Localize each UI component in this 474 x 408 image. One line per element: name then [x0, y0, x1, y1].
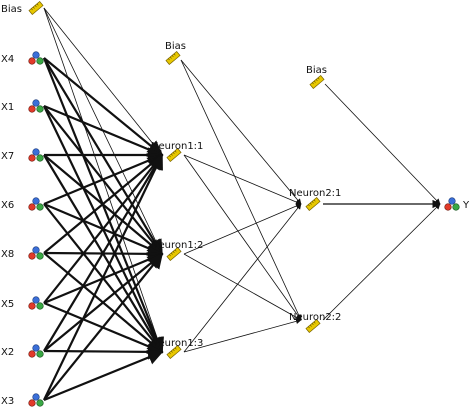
edge-bias0-n11 [43, 7, 163, 156]
edge-n12-n22 [183, 253, 302, 321]
input-node-x6-icon [28, 197, 44, 211]
edge-n13-n21 [183, 203, 302, 353]
input-node-x7-icon [28, 148, 44, 162]
label-x7: X7 [1, 151, 14, 162]
label-y: Y [462, 200, 470, 211]
edge-n11-n21 [183, 154, 302, 205]
edge-x6-n11 [43, 153, 164, 206]
neuron-n22-icon [305, 319, 321, 333]
label-x4: X4 [1, 54, 14, 65]
label-bias1: Bias [165, 41, 186, 52]
neuron-n13-icon [166, 345, 182, 359]
label-x6: X6 [1, 200, 14, 211]
edge-bias2-y [324, 83, 441, 205]
bias-icon [165, 51, 181, 65]
label-x3: X3 [1, 396, 14, 407]
label-x8: X8 [1, 249, 14, 260]
node-labels: BiasX4X1X7X6X8X5X2X3Neuron1:1Neuron1:2Ne… [1, 4, 470, 407]
bias-icon [28, 1, 44, 15]
neuron-n21-icon [305, 197, 321, 211]
connection-edges [42, 7, 441, 402]
edge-x2-n13 [43, 344, 164, 360]
label-n11: Neuron1:1 [151, 141, 203, 152]
input-node-x8-icon [28, 246, 44, 260]
edge-x1-n11 [43, 104, 164, 157]
bias-icon [309, 75, 325, 89]
edge-x3-n12 [43, 252, 163, 401]
neuron-n11-icon [166, 148, 182, 162]
label-n12: Neuron1:2 [151, 240, 203, 251]
edge-x2-n11 [43, 153, 163, 352]
label-n13: Neuron1:3 [151, 338, 203, 349]
edge-x2-n12 [43, 253, 164, 352]
input-node-x3-icon [28, 393, 44, 407]
input-node-x1-icon [28, 99, 44, 113]
edge-x8-n11 [43, 154, 164, 254]
input-node-x2-icon [28, 344, 44, 358]
network-nodes [28, 1, 460, 407]
edge-bias1-n22 [180, 59, 302, 321]
edge-x5-n11 [43, 153, 163, 304]
edge-x3-n11 [43, 153, 163, 401]
label-bias2: Bias [306, 65, 327, 76]
label-bias0: Bias [1, 4, 22, 15]
edge-n22-y [322, 203, 441, 321]
label-x1: X1 [1, 102, 14, 113]
edge-n11-n22 [183, 154, 302, 321]
label-x5: X5 [1, 299, 14, 310]
label-n22: Neuron2:2 [289, 312, 341, 323]
label-x2: X2 [1, 347, 14, 358]
neuron-n12-icon [166, 247, 182, 261]
input-node-x5-icon [28, 296, 44, 310]
input-node-x4-icon [28, 51, 44, 65]
edge-x3-n13 [43, 350, 164, 402]
edge-bias1-n21 [180, 59, 302, 205]
edge-n12-n21 [183, 203, 302, 255]
label-n21: Neuron2:1 [289, 188, 341, 199]
edge-n13-n22 [183, 318, 302, 353]
output-node-y-icon [444, 197, 460, 211]
edge-x4-n11 [43, 57, 164, 156]
